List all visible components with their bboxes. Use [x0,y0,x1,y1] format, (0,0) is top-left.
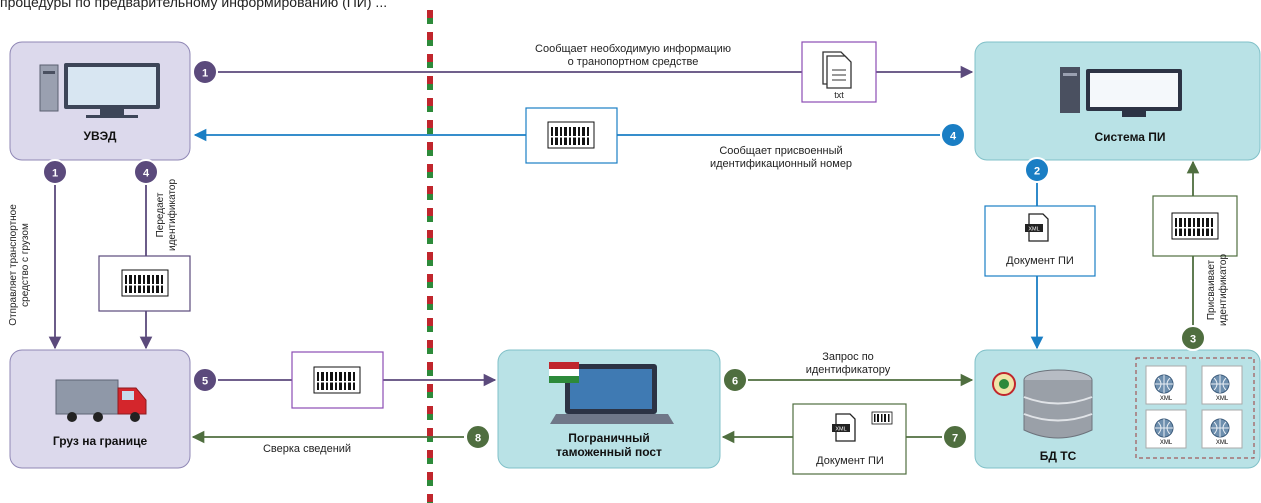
step-badge-4: 4 [940,122,966,148]
laptop-icon [550,364,674,424]
svg-text:средство с грузом: средство с грузом [20,223,31,307]
svg-text:7: 7 [952,433,958,445]
svg-text:XML: XML [1160,396,1173,402]
db-node[interactable]: БД ТС XML XML XML XML [974,349,1261,469]
xml-file-icon: XML [1145,409,1187,449]
uved-node[interactable]: УВЭД [9,41,191,161]
svg-text:3: 3 [1190,334,1196,346]
sends-vehicle-label: Отправляет транспортное средство с грузо… [8,204,31,326]
svg-text:XML: XML [1216,440,1229,446]
send-info-label-2: о транопортном средстве [568,56,699,68]
svg-text:8: 8 [475,433,481,445]
svg-text:4: 4 [950,131,957,143]
svg-text:XML: XML [1160,440,1173,446]
txt-label: txt [834,90,844,100]
passes-id-label: Передает идентификатор [155,179,178,251]
pi-document-top: XML Документ ПИ [984,205,1096,277]
svg-text:1: 1 [202,68,208,80]
assigned-id-label-1: Сообщает присвоенный [719,145,842,157]
step-badge-8: 8 [465,424,491,450]
svg-text:Отправляет транспортное: Отправляет транспортное [8,204,19,326]
svg-text:Присваивает: Присваивает [1206,259,1217,320]
pi-system-node[interactable]: Система ПИ [974,41,1261,161]
xml-file-icon: XML [1201,365,1243,405]
svg-text:1: 1 [52,168,58,180]
barcode-icon [1171,212,1219,240]
computer-icon [39,63,160,118]
pi-document-label: Документ ПИ [1006,255,1074,267]
xml-file-icon: XML [1145,365,1187,405]
svg-text:идентификатор: идентификатор [166,179,178,251]
border-post-label-1: Пограничный [568,431,649,445]
db-label: БД ТС [1040,449,1077,463]
step-badge-7: 7 [942,424,968,450]
pi-system-label: Система ПИ [1094,130,1165,144]
computer-icon [1060,67,1182,117]
database-icon [1023,369,1093,439]
svg-text:5: 5 [202,376,208,388]
barcode-document-top [525,107,618,164]
step-badge-3: 3 [1180,325,1206,351]
barcode-document-right [1152,195,1238,257]
barcode-icon [547,121,595,149]
step-badge-1: 1 [42,159,68,185]
truck-icon [55,379,147,422]
svg-text:Передает: Передает [155,192,166,237]
barcode-icon [313,366,361,394]
cargo-label: Груз на границе [53,434,148,448]
txt-document: txt [801,41,877,103]
xml-doc-icon: XML [832,413,856,442]
svg-text:XML: XML [1216,396,1229,402]
svg-text:4: 4 [143,168,150,180]
barcode-icon [121,269,169,297]
step-badge-1: 1 [192,59,218,85]
svg-text:идентификатор: идентификатор [1217,254,1229,326]
svg-text:XML: XML [1028,227,1039,233]
emblem-icon [992,372,1016,396]
step-badge-2: 2 [1024,157,1050,183]
flag-icon [549,362,579,383]
svg-text:2: 2 [1034,166,1040,178]
svg-text:6: 6 [732,376,738,388]
uved-label: УВЭД [84,129,117,143]
border-post-label-2: таможенный пост [556,445,662,459]
xml-file-icon: XML [1201,409,1243,449]
barcode-document-left [98,255,191,312]
assigned-id-label-2: идентификационный номер [710,158,852,170]
send-info-label-1: Сообщает необходимую информацию [535,43,731,55]
assigns-id-label: Присваивает идентификатор [1206,254,1229,326]
top-caption: процедуры по предварительному информиров… [0,0,388,10]
pi-document-bottom: XML Документ ПИ [792,403,907,475]
border-post-node[interactable]: Пограничный таможенный пост [497,349,721,469]
xml-files-group: XML XML XML XML [1135,357,1255,459]
query-label-1: Запрос по [822,351,874,363]
file-icon [822,51,852,89]
query-label-2: идентификатору [806,364,891,376]
cargo-node[interactable]: Груз на границе [9,349,191,469]
barcode-icon [871,411,893,425]
svg-text:XML: XML [835,427,846,433]
step-badge-5: 5 [192,367,218,393]
xml-doc-icon: XML [1025,213,1049,242]
barcode-document-bottom [291,351,384,409]
pi-document-label-2: Документ ПИ [816,455,884,467]
reconcile-label: Сверка сведений [263,443,351,455]
step-badge-4: 4 [133,159,159,185]
step-badge-6: 6 [722,367,748,393]
